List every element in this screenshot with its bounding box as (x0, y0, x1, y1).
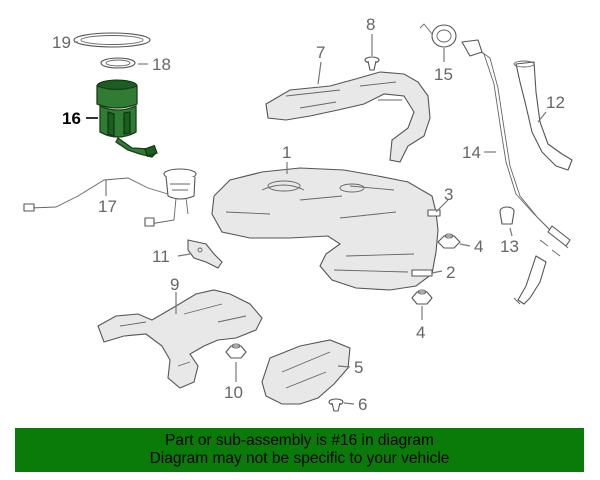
part-10-nut (225, 343, 247, 359)
part-7-heat-shield (265, 71, 431, 163)
callout-13[interactable]: 13 (500, 237, 519, 256)
callout-17[interactable]: 17 (98, 197, 117, 216)
callout-5[interactable]: 5 (354, 358, 363, 377)
info-banner: Part or sub-assembly is #16 in diagram D… (15, 428, 584, 472)
part-4-nut-upper (437, 233, 461, 249)
callout-labels: 1 2 3 4 4 5 6 7 8 9 10 11 12 13 14 15 16… (52, 15, 565, 414)
part-11-bracket (187, 239, 223, 269)
banner-disclaimer-line: Diagram may not be specific to your vehi… (149, 450, 450, 467)
callout-9[interactable]: 9 (170, 275, 179, 294)
part-14-filler-tube (461, 39, 571, 305)
callout-11[interactable]: 11 (152, 247, 170, 266)
callout-1[interactable]: 1 (282, 143, 291, 162)
part-16-fuel-pump-module (96, 79, 158, 158)
callout-2[interactable]: 2 (446, 263, 455, 282)
callout-10[interactable]: 10 (224, 383, 243, 402)
part-17-sender-assembly (23, 168, 197, 227)
callout-4-upper[interactable]: 4 (474, 237, 483, 256)
parts-diagram: 1 2 3 4 4 5 6 7 8 9 10 11 12 13 14 15 16… (23, 15, 573, 414)
callout-19[interactable]: 19 (52, 33, 71, 52)
part-15-fuel-cap (419, 23, 457, 48)
callout-8[interactable]: 8 (366, 15, 375, 34)
part-12-vent-hose (513, 60, 573, 171)
callout-18[interactable]: 18 (152, 55, 171, 74)
part-19-lock-ring (73, 32, 151, 48)
callout-14[interactable]: 14 (462, 143, 481, 162)
part-5-lower-shield (261, 339, 351, 405)
callout-4-lower[interactable]: 4 (416, 323, 425, 342)
callout-7[interactable]: 7 (316, 43, 325, 62)
callout-6[interactable]: 6 (358, 395, 367, 414)
part-3-clip (427, 209, 441, 217)
part-2-bolt (411, 269, 433, 277)
callout-3[interactable]: 3 (444, 185, 453, 204)
banner-part-line: Part or sub-assembly is #16 in diagram (165, 432, 434, 449)
callout-15[interactable]: 15 (434, 65, 453, 84)
part-4-nut-lower (411, 289, 433, 305)
callout-16[interactable]: 16 (62, 109, 81, 128)
part-8-push-pin (364, 56, 380, 71)
callout-12[interactable]: 12 (546, 93, 565, 112)
leader-lines (74, 34, 547, 405)
part-6-push-pin (328, 398, 344, 412)
part-18-seal (100, 57, 136, 69)
part-1-fuel-tank (211, 167, 439, 291)
part-13-grommet (499, 206, 515, 225)
part-9-skid-plate (97, 289, 263, 389)
